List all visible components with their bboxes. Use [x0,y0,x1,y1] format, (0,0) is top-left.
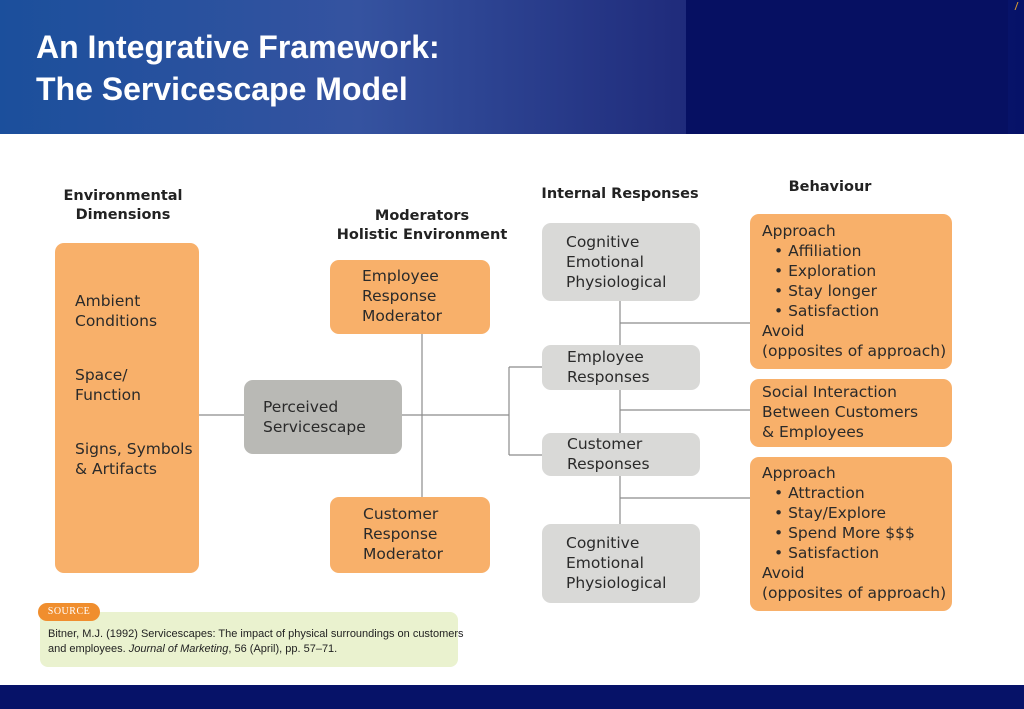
employee-behaviour-box: Approach • Affiliation • Exploration • S… [750,214,952,369]
citation-authors: Bitner, M.J. (1992) [48,628,141,640]
slide-title: An Integrative Framework: The Servicesca… [36,26,440,110]
moderator-line: Moderator [362,307,443,325]
perceived-line: Perceived [263,398,339,416]
header-dark-panel [686,0,1008,134]
behaviour-item: Stay/Explore [788,504,887,522]
heading-line: Moderators [374,208,470,224]
social-line: Social Interaction [762,383,897,401]
behaviour-bullet: • Satisfaction [774,544,880,562]
behaviour-avoid-label: Avoid [762,564,805,582]
moderator-line: Response [362,287,437,305]
internal-response-bottom-box: Cognitive Emotional Physiological [542,524,700,603]
behaviour-bullet: • Attraction [774,484,865,502]
env-line: & Artifacts [75,460,158,478]
title-line-1: An Integrative Framework: [36,29,440,65]
moderator-line: Moderator [363,545,444,563]
internal-line: Physiological [566,574,667,592]
perceived-servicescape-box: Perceived Servicescape [244,380,402,454]
citation-work: Servicescapes: The impact of physical su… [140,628,464,640]
social-line: Between Customers [762,403,919,421]
slide-footer [0,685,1024,709]
behaviour-item: Stay longer [788,282,877,300]
behaviour-item: Attraction [788,484,865,502]
customer-response-moderator-box: Customer Response Moderator [330,497,490,573]
heading-line: Dimensions [75,207,171,223]
heading-moderators: Moderators Holistic Environment [322,207,522,245]
social-interaction-box: Social Interaction Between Customers & E… [750,379,952,447]
internal-line: Responses [567,368,650,386]
source-tag: SOURCE [38,603,100,621]
behaviour-avoid-note: (opposites of approach) [762,584,947,602]
title-line-2: The Servicescape Model [36,71,408,107]
env-ambient-conditions: Ambient Conditions [75,291,199,331]
moderator-line: Response [363,525,438,543]
behaviour-approach-label: Approach [762,464,836,482]
customer-responses-box: Customer Responses [542,433,700,476]
internal-line: Emotional [566,554,644,572]
env-line: Function [75,386,141,404]
behaviour-item: Satisfaction [788,544,880,562]
heading-line: Environmental [63,188,183,204]
internal-line: Cognitive [566,233,640,251]
behaviour-item: Spend More $$$ [788,524,915,542]
employee-responses-box: Employee Responses [542,345,700,390]
behaviour-bullet: • Satisfaction [774,302,880,320]
internal-line: Physiological [566,273,667,291]
citation-journal: Journal of Marketing [128,643,229,655]
customer-behaviour-box: Approach • Attraction • Stay/Explore • S… [750,457,952,611]
moderator-line: Employee [362,267,439,285]
internal-line: Responses [567,455,650,473]
heading-environmental-dimensions: Environmental Dimensions [58,187,188,225]
behaviour-bullet: • Exploration [774,262,877,280]
connector-lines [198,301,750,524]
internal-line: Emotional [566,253,644,271]
employee-response-moderator-box: Employee Response Moderator [330,260,490,334]
servicescape-diagram: Environmental Dimensions Moderators Holi… [38,170,988,675]
behaviour-avoid-note: (opposites of approach) [762,342,947,360]
moderator-line: Customer [363,505,439,523]
social-line: & Employees [762,423,864,441]
env-line: Space/ [75,366,128,384]
behaviour-bullet: • Stay/Explore [774,504,887,522]
heading-behaviour: Behaviour [788,179,872,195]
behaviour-bullet: • Spend More $$$ [774,524,915,542]
citation-work-end: and employees. [48,643,129,655]
env-line: Ambient [75,292,141,310]
citation-line-2: and employees. Journal of Marketing, 56 … [48,643,337,655]
env-line: Signs, Symbols [75,440,193,458]
internal-line: Employee [567,348,644,366]
perceived-line: Servicescape [263,418,366,436]
source-citation-box: Bitner, M.J. (1992) Servicescapes: The i… [40,612,464,667]
env-space-function: Space/ Function [75,365,199,405]
citation-line-1: Bitner, M.J. (1992) Servicescapes: The i… [48,628,464,640]
behaviour-item: Affiliation [788,242,862,260]
internal-response-top-box: Cognitive Emotional Physiological [542,223,700,301]
env-signs-symbols-artifacts: Signs, Symbols & Artifacts [75,439,199,479]
behaviour-item: Satisfaction [788,302,880,320]
behaviour-item: Exploration [788,262,877,280]
behaviour-bullet: • Stay longer [774,282,877,300]
behaviour-approach-label: Approach [762,222,836,240]
heading-internal-responses: Internal Responses [541,186,699,202]
env-line: Conditions [75,312,158,330]
internal-line: Cognitive [566,534,640,552]
citation-details: , 56 (April), pp. 57–71. [228,643,338,655]
internal-line: Customer [567,435,643,453]
behaviour-avoid-label: Avoid [762,322,805,340]
environmental-dimensions-box: Ambient Conditions Space/ Function Signs… [55,243,199,573]
heading-line: Holistic Environment [336,227,508,243]
behaviour-bullet: • Affiliation [774,242,862,260]
